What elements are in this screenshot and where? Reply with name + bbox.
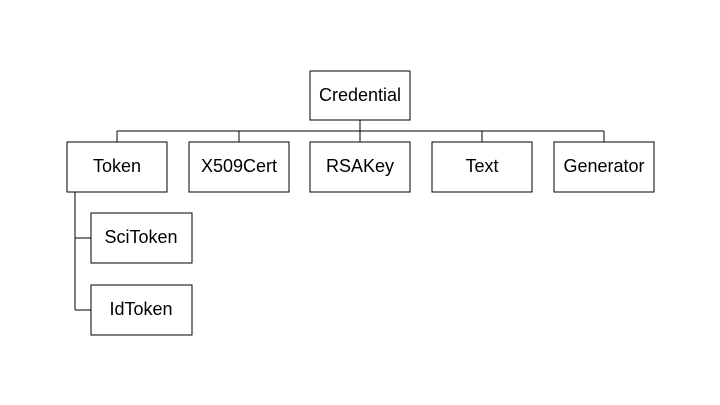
node-token-label: Token (93, 156, 141, 176)
node-scitoken-label: SciToken (104, 227, 177, 247)
node-idtoken-label: IdToken (109, 299, 172, 319)
node-text-label: Text (465, 156, 498, 176)
node-text: Text (431, 141, 533, 193)
node-x509cert: X509Cert (188, 141, 290, 193)
node-token: Token (66, 141, 168, 193)
node-scitoken: SciToken (90, 212, 193, 264)
connectors (74, 120, 605, 311)
node-rsakey-label: RSAKey (326, 156, 394, 176)
node-generator: Generator (553, 141, 655, 193)
node-credential: Credential (309, 70, 411, 121)
node-generator-label: Generator (563, 156, 644, 176)
node-credential-label: Credential (319, 85, 401, 105)
node-rsakey: RSAKey (309, 141, 411, 193)
node-idtoken: IdToken (90, 284, 193, 336)
node-x509cert-label: X509Cert (201, 156, 277, 176)
